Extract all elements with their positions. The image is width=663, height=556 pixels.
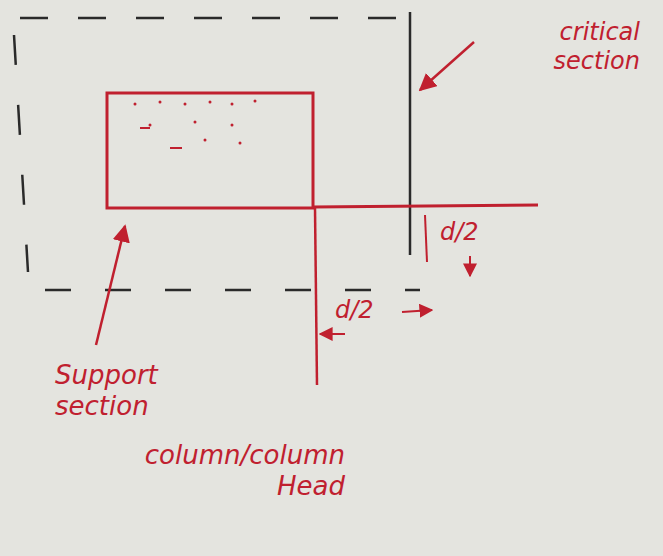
callout-label: column/column Head <box>95 440 345 502</box>
callout-label: Support section <box>55 360 225 422</box>
leader-arrow <box>96 226 125 345</box>
dimension-tick <box>425 215 427 262</box>
dimension-arrow <box>469 256 471 276</box>
dimension-arrow <box>320 333 345 335</box>
dimension-label: d/2 <box>440 218 530 247</box>
support-line <box>315 208 317 385</box>
callout-label: critical section <box>470 18 640 76</box>
dimension-label: d/2 <box>335 296 415 325</box>
slab-line <box>313 205 538 207</box>
dimension-arrow <box>402 310 432 312</box>
hatch-dots <box>134 100 257 149</box>
leader-arrow <box>420 42 474 90</box>
column-head <box>107 93 313 208</box>
critical-section-outline <box>14 12 420 290</box>
